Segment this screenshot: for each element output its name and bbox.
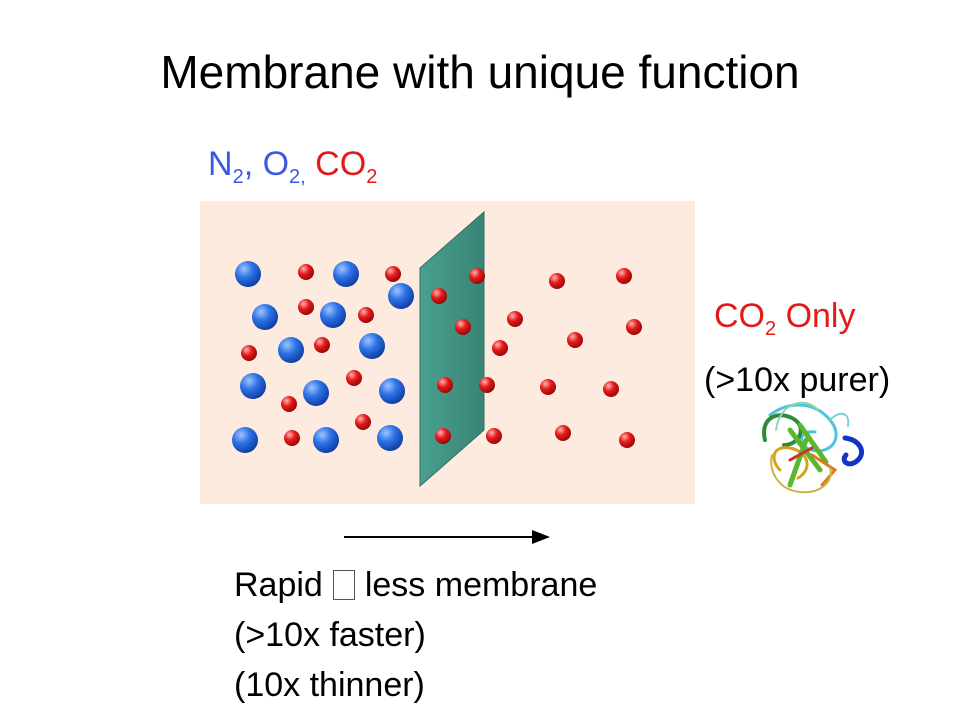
blue-sphere-icon bbox=[303, 380, 329, 406]
red-sphere-icon bbox=[492, 340, 508, 356]
note-line-2: (>10x faster) bbox=[234, 616, 426, 654]
blue-sphere-icon bbox=[377, 425, 403, 451]
output-co2-label: CO2 Only bbox=[714, 297, 856, 340]
slide-title: Membrane with unique function bbox=[160, 46, 800, 98]
red-sphere-icon bbox=[298, 264, 314, 280]
blue-sphere-icon bbox=[379, 378, 405, 404]
blue-sphere-icon bbox=[388, 283, 414, 309]
blue-sphere-icon bbox=[320, 302, 346, 328]
red-sphere-icon bbox=[479, 377, 495, 393]
right-arrow-icon bbox=[532, 530, 550, 544]
red-sphere-icon bbox=[469, 268, 485, 284]
blue-sphere-icon bbox=[278, 337, 304, 363]
red-sphere-icon bbox=[314, 337, 330, 353]
red-sphere-icon bbox=[358, 307, 374, 323]
blue-sphere-icon bbox=[313, 427, 339, 453]
blue-sphere-icon bbox=[252, 304, 278, 330]
red-sphere-icon bbox=[298, 299, 314, 315]
note-line-3: (10x thinner) bbox=[234, 666, 425, 704]
n2-label: N2, bbox=[208, 145, 254, 188]
red-sphere-icon bbox=[241, 345, 257, 361]
red-sphere-icon bbox=[437, 377, 453, 393]
blue-sphere-icon bbox=[235, 261, 261, 287]
red-sphere-icon bbox=[507, 311, 523, 327]
red-sphere-icon bbox=[281, 396, 297, 412]
red-sphere-icon bbox=[567, 332, 583, 348]
red-sphere-icon bbox=[603, 381, 619, 397]
red-sphere-icon bbox=[486, 428, 502, 444]
red-sphere-icon bbox=[284, 430, 300, 446]
red-sphere-icon bbox=[540, 379, 556, 395]
red-sphere-icon bbox=[619, 432, 635, 448]
blue-sphere-icon bbox=[359, 333, 385, 359]
red-sphere-icon bbox=[346, 370, 362, 386]
red-sphere-icon bbox=[555, 425, 571, 441]
red-sphere-icon bbox=[431, 288, 447, 304]
red-sphere-icon bbox=[455, 319, 471, 335]
red-sphere-icon bbox=[626, 319, 642, 335]
o2-label: O2, bbox=[253, 145, 306, 188]
co2-molecules bbox=[241, 264, 642, 448]
red-sphere-icon bbox=[616, 268, 632, 284]
red-sphere-icon bbox=[355, 414, 371, 430]
membrane-icon bbox=[419, 210, 485, 488]
red-sphere-icon bbox=[435, 428, 451, 444]
blue-sphere-icon bbox=[232, 427, 258, 453]
feed-gas-label: N2, O2, CO2 bbox=[208, 140, 377, 188]
blue-sphere-icon bbox=[333, 261, 359, 287]
blue-sphere-icon bbox=[240, 373, 266, 399]
co2-label: CO2 bbox=[305, 145, 378, 188]
missing-glyph-box bbox=[332, 570, 355, 600]
purity-note: (>10x purer) bbox=[704, 361, 891, 399]
red-sphere-icon bbox=[549, 273, 565, 289]
red-sphere-icon bbox=[385, 266, 401, 282]
n2-o2-molecules bbox=[232, 261, 414, 453]
protein-ribbon-icon bbox=[762, 401, 864, 494]
